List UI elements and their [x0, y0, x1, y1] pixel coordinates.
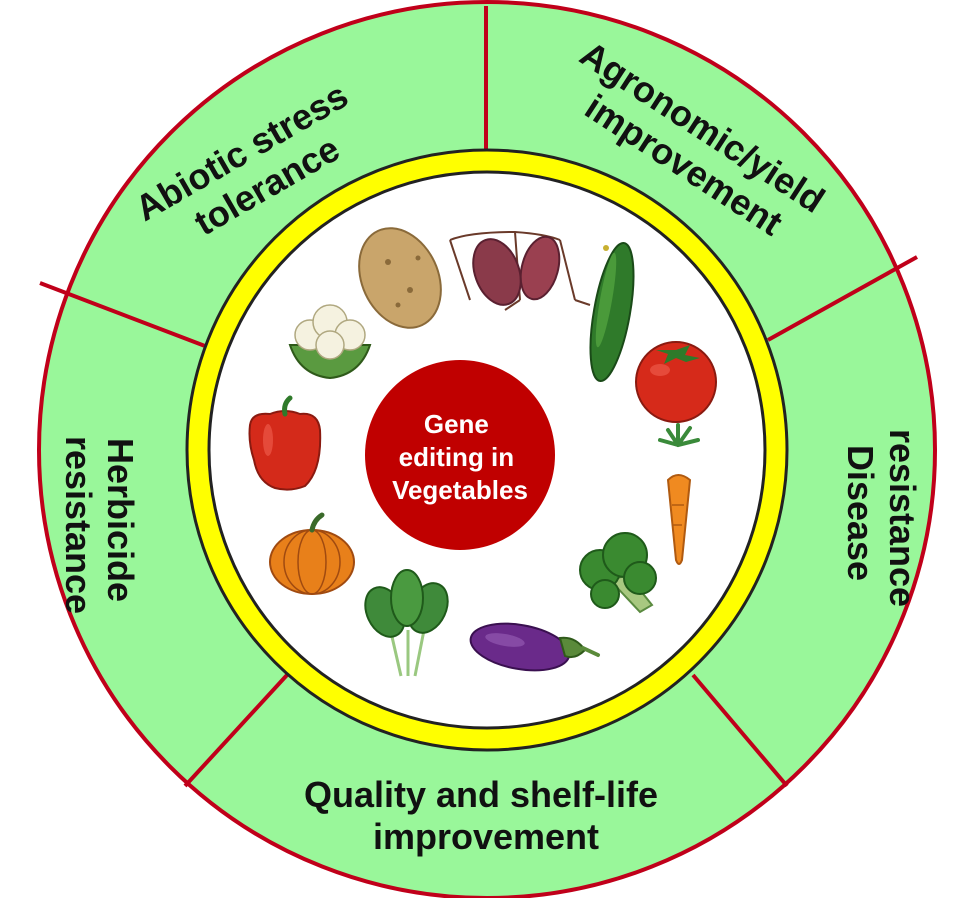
center-line-1: Gene — [424, 409, 489, 439]
center-label: Gene editing in Vegetables — [392, 409, 528, 505]
quality-line-1: Quality and shelf-life — [304, 774, 658, 815]
cucumber-icon — [589, 241, 635, 383]
quality-line-2: improvement — [373, 816, 599, 857]
disease-line-1: Disease — [840, 445, 881, 581]
bell-pepper-icon — [248, 395, 322, 491]
center-line-2: editing in — [399, 442, 515, 472]
center-line-3: Vegetables — [392, 475, 528, 505]
segment-dividers — [39, 6, 918, 788]
cauliflower-icon — [288, 304, 372, 380]
vegetables — [248, 227, 717, 677]
pumpkin-icon — [269, 512, 355, 595]
eggplant-icon — [469, 622, 600, 672]
center-circle — [365, 360, 555, 550]
segment-label-herbicide: Herbicide resistance — [58, 436, 141, 614]
herbicide-line-2: resistance — [58, 436, 99, 614]
sweet-potato-icon — [449, 230, 591, 311]
tomato-icon — [635, 341, 717, 423]
spinach-icon — [364, 569, 449, 677]
segment-label-quality: Quality and shelf-life improvement — [304, 774, 668, 857]
carrot-icon — [658, 423, 700, 565]
segment-label-disease: Disease resistance — [840, 429, 923, 607]
herbicide-line-1: Herbicide — [100, 438, 141, 602]
broccoli-icon — [579, 532, 657, 614]
disease-line-2: resistance — [882, 429, 923, 607]
potato-icon — [358, 227, 442, 329]
